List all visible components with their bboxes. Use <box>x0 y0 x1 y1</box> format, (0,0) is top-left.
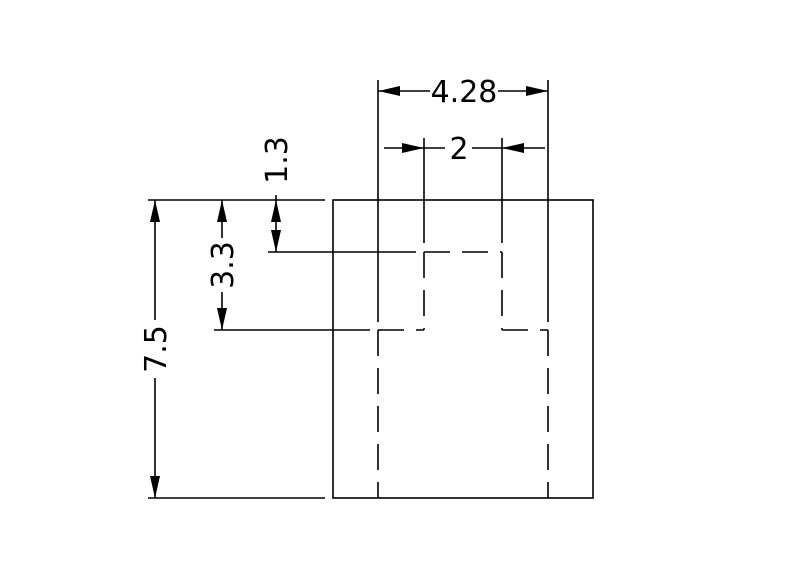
dim-label-overall-height: 7.5 <box>139 325 174 373</box>
dim-label-slot-depth: 1.3 <box>260 136 295 184</box>
dim-overall-height: 7.5 <box>139 200 174 498</box>
extension-lines-left <box>148 199 416 499</box>
hidden-lines <box>377 251 549 498</box>
arrowhead <box>150 200 160 222</box>
arrowhead <box>378 86 400 96</box>
arrowhead <box>402 143 424 153</box>
dim-slot-depth: 1.3 <box>260 136 295 252</box>
arrowhead <box>150 476 160 498</box>
dim-label-slot-width: 2 <box>449 132 468 167</box>
dim-label-overall-width: 4.28 <box>431 75 498 110</box>
dim-slot-width: 2 <box>384 132 545 167</box>
arrowhead <box>217 200 227 222</box>
outer-outline <box>332 199 594 499</box>
dim-overall-width: 4.28 <box>378 75 548 110</box>
extension-lines-top <box>377 80 549 322</box>
dim-label-step-depth: 3.3 <box>206 241 241 289</box>
arrowhead <box>526 86 548 96</box>
arrowhead <box>271 230 281 252</box>
dim-step-depth: 3.3 <box>206 200 241 330</box>
arrowhead <box>502 143 524 153</box>
arrowhead <box>271 200 281 222</box>
arrowhead <box>217 308 227 330</box>
